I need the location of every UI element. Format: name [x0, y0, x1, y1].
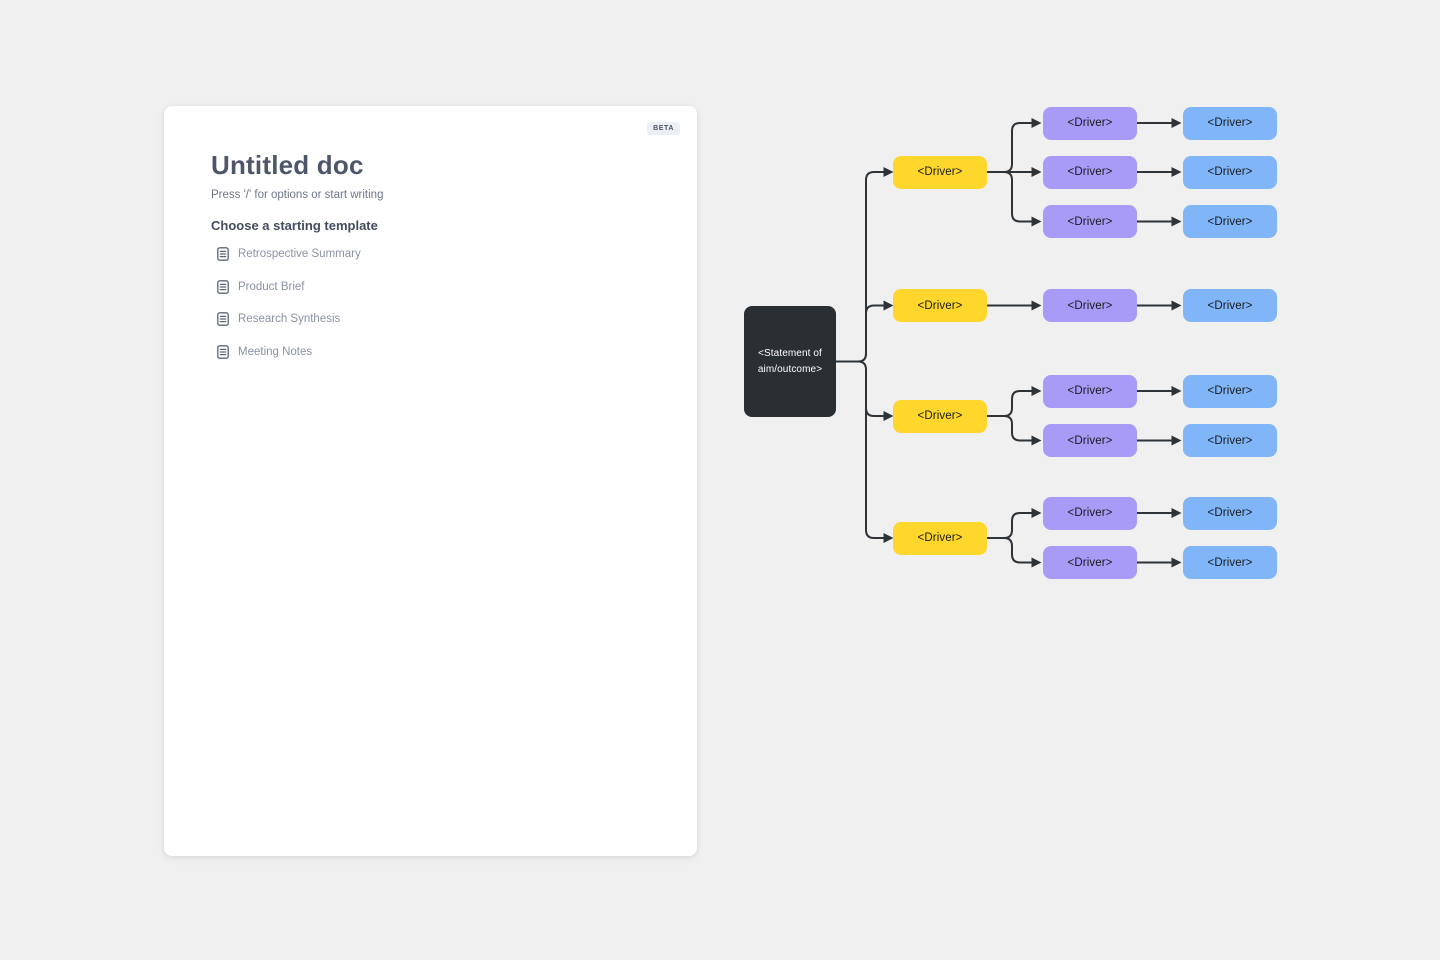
template-item-retrospective-summary[interactable]: Retrospective Summary: [217, 247, 361, 261]
driver-l1-node-2[interactable]: <Driver>: [893, 289, 987, 322]
template-item-meeting-notes[interactable]: Meeting Notes: [217, 344, 361, 359]
driver-l2-node-3[interactable]: <Driver>: [1043, 205, 1137, 238]
editor-placeholder[interactable]: Press '/' for options or start writing: [211, 189, 384, 201]
driver-l3-node-1[interactable]: <Driver>: [1183, 106, 1277, 140]
driver-l1-node-4[interactable]: <Driver>: [893, 521, 987, 555]
beta-badge: BETA: [647, 122, 680, 135]
driver-l3-node-4[interactable]: <Driver>: [1183, 289, 1277, 322]
template-item-label: Retrospective Summary: [238, 248, 361, 260]
templates-heading: Choose a starting template: [211, 218, 378, 233]
template-item-product-brief[interactable]: Product Brief: [217, 279, 361, 294]
driver-l2-node-7[interactable]: <Driver>: [1043, 496, 1137, 530]
document-icon: [217, 312, 229, 326]
driver-l3-node-6[interactable]: <Driver>: [1183, 424, 1277, 457]
driver-l1-node-3[interactable]: <Driver>: [893, 399, 987, 433]
driver-l2-node-4[interactable]: <Driver>: [1043, 289, 1137, 322]
driver-l3-node-3[interactable]: <Driver>: [1183, 205, 1277, 238]
driver-l1-node-1[interactable]: <Driver>: [893, 155, 987, 189]
driver-l2-node-8[interactable]: <Driver>: [1043, 546, 1137, 579]
document-card: BETA Untitled doc Press '/' for options …: [164, 106, 697, 856]
template-list: Retrospective Summary Product Brief Rese…: [217, 247, 361, 377]
driver-l2-node-2[interactable]: <Driver>: [1043, 155, 1137, 189]
document-icon: [217, 344, 229, 359]
template-item-label: Research Synthesis: [238, 313, 341, 325]
driver-l2-node-1[interactable]: <Driver>: [1043, 106, 1137, 140]
statement-node[interactable]: <Statement of aim/outcome>: [744, 306, 836, 417]
driver-l3-node-8[interactable]: <Driver>: [1183, 546, 1277, 579]
driver-l2-node-6[interactable]: <Driver>: [1043, 424, 1137, 457]
driver-l3-node-2[interactable]: <Driver>: [1183, 155, 1277, 189]
template-item-label: Product Brief: [238, 280, 305, 293]
driver-l3-node-7[interactable]: <Driver>: [1183, 496, 1277, 530]
document-icon: [217, 247, 229, 261]
driver-l3-node-5[interactable]: <Driver>: [1183, 374, 1277, 408]
document-icon: [217, 279, 229, 294]
doc-title[interactable]: Untitled doc: [211, 150, 364, 180]
driver-l2-node-5[interactable]: <Driver>: [1043, 374, 1137, 408]
template-item-research-synthesis[interactable]: Research Synthesis: [217, 312, 361, 326]
template-item-label: Meeting Notes: [238, 345, 313, 358]
